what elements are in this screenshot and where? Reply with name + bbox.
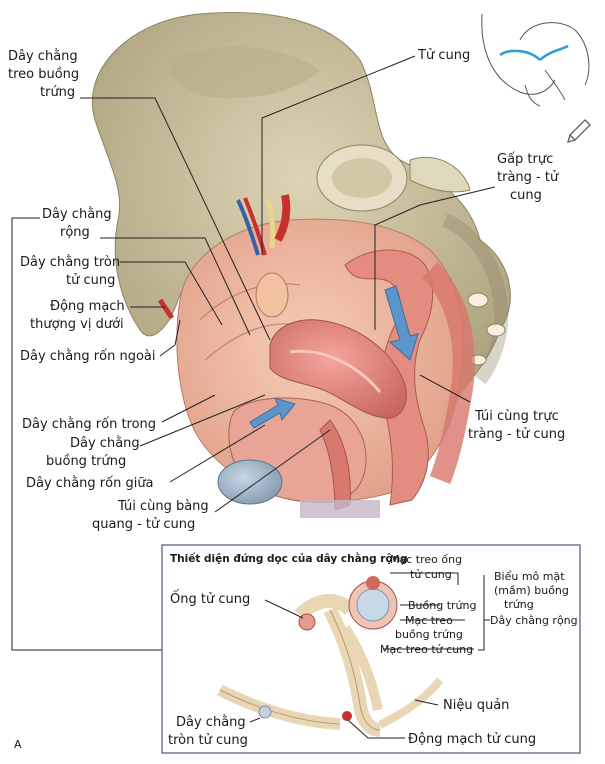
inset-label-broad-ligament: Dây chằng rộng bbox=[490, 614, 578, 627]
label-rectouterine-fold: Gấp trực tràng - tử cung bbox=[497, 152, 559, 203]
svg-text:tràng - tử: tràng - tử bbox=[497, 170, 559, 185]
label-medial-umbilical-ligament: Dây chằng rốn trong bbox=[22, 417, 156, 432]
inset-label-uterine-tube: Ống tử cung bbox=[170, 590, 250, 607]
inset-label-mesosalpinx-1: Mạc treo ống bbox=[390, 553, 462, 566]
ovary bbox=[255, 272, 289, 318]
inset-uterine-tube bbox=[298, 613, 316, 631]
panel-letter: A bbox=[14, 738, 22, 751]
svg-text:Dây chằng: Dây chằng bbox=[70, 436, 140, 451]
uterus bbox=[269, 319, 407, 419]
pelvis-orientation-icon bbox=[481, 13, 590, 107]
label-vesicouterine-pouch: Túi cùng bàng quang - tử cung bbox=[92, 499, 209, 532]
svg-text:Dây chằng: Dây chằng bbox=[42, 207, 112, 222]
inset-uterine-artery bbox=[342, 711, 352, 721]
svg-text:Túi cùng bàng: Túi cùng bàng bbox=[117, 499, 209, 514]
leader-lines bbox=[11, 55, 496, 651]
svg-text:Động mạch: Động mạch bbox=[50, 299, 125, 314]
inset-round-ligament bbox=[258, 705, 272, 719]
inset-leader-lines bbox=[249, 572, 490, 739]
perineum-base bbox=[300, 500, 380, 518]
svg-text:tràng - tử cung: tràng - tử cung bbox=[468, 427, 565, 442]
label-uterus: Tử cung bbox=[417, 48, 470, 63]
inset-ureter bbox=[378, 677, 444, 729]
svg-text:rộng: rộng bbox=[60, 225, 90, 240]
inset-label-uterine-artery: Động mạch tử cung bbox=[408, 732, 536, 747]
svg-text:quang - tử cung: quang - tử cung bbox=[92, 517, 195, 532]
inset-title: Thiết diện đứng dọc của dây chằng rộng bbox=[170, 552, 408, 565]
inferior-epigastric-artery bbox=[157, 298, 175, 320]
pencil-icon[interactable] bbox=[566, 119, 591, 144]
inset-label-mesovarium-1: Mạc treo bbox=[405, 614, 453, 627]
inset-broad-ligament-section: Thiết diện đứng dọc của dây chằng rộng bbox=[161, 544, 581, 754]
inset-label-mesosalpinx-2: tử cung bbox=[410, 568, 452, 581]
inset-label-epithelium-3: trứng bbox=[504, 598, 534, 611]
flow-arrow-vesicouterine bbox=[249, 397, 296, 429]
svg-text:thượng vị dưới: thượng vị dưới bbox=[30, 317, 124, 332]
flow-arrow-rectouterine bbox=[384, 285, 419, 361]
svg-text:Túi cùng trực: Túi cùng trực bbox=[474, 409, 559, 424]
label-rectouterine-pouch: Túi cùng trực tràng - tử cung bbox=[468, 409, 565, 442]
svg-text:trứng: trứng bbox=[40, 85, 75, 100]
svg-text:buồng trứng: buồng trứng bbox=[46, 454, 126, 469]
label-inferior-epigastric-artery: Động mạch thượng vị dưới bbox=[30, 299, 125, 332]
inset-label-ovary: Buồng trứng bbox=[408, 599, 476, 612]
svg-text:tử cung: tử cung bbox=[66, 273, 115, 288]
inset-label-ureter: Niệu quản bbox=[443, 698, 509, 713]
inset-label-round-ligament-1: Dây chằng bbox=[176, 715, 246, 730]
label-broad-ligament: Dây chằng rộng bbox=[42, 207, 112, 240]
label-round-ligament: Dây chằng tròn tử cung bbox=[20, 255, 120, 288]
svg-text:Dây chằng tròn: Dây chằng tròn bbox=[20, 255, 120, 270]
inset-label-epithelium-2: (mầm) buồng bbox=[494, 584, 569, 597]
svg-text:treo buồng: treo buồng bbox=[8, 67, 79, 82]
svg-text:Gấp trực: Gấp trực bbox=[497, 152, 553, 167]
inset-label-mesometrium: Mạc treo tử cung bbox=[380, 643, 473, 656]
svg-text:Dây chằng: Dây chằng bbox=[8, 49, 78, 64]
label-lateral-umbilical-ligament: Dây chằng rốn ngoài bbox=[20, 349, 155, 364]
svg-text:cung: cung bbox=[510, 188, 542, 203]
inset-label-epithelium-1: Biểu mô mặt bbox=[494, 570, 565, 583]
ovarian-vessels bbox=[236, 194, 291, 256]
inset-label-round-ligament-2: tròn tử cung bbox=[168, 733, 248, 748]
label-ovarian-ligament: Dây chằng buồng trứng bbox=[46, 436, 140, 469]
inset-label-mesovarium-2: buồng trứng bbox=[395, 628, 463, 641]
label-median-umbilical-ligament: Dây chằng rốn giữa bbox=[26, 476, 154, 491]
label-ovary-suspensory-ligament: Dây chằng treo buồng trứng bbox=[8, 49, 79, 100]
